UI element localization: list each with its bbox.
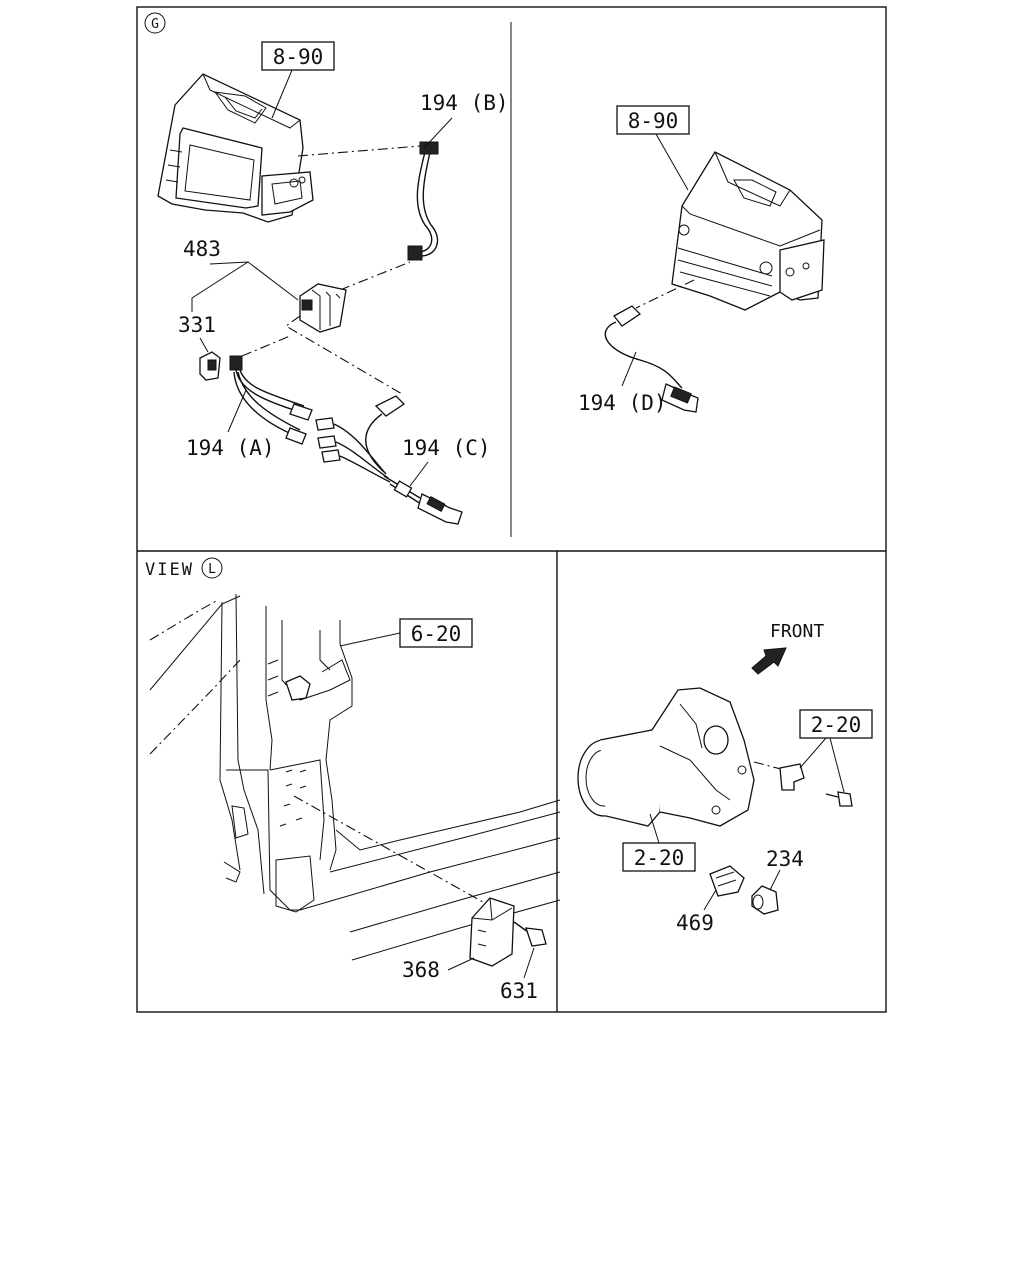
panel-g: G 8-90 194 (B)	[144, 12, 509, 525]
relay-368	[469, 897, 515, 967]
panel-g-right: 8-90 194 (D)	[578, 105, 825, 415]
ref-2-20-bottom-label: 2-20	[634, 846, 685, 870]
front-arrow-icon	[751, 647, 787, 675]
diagram-frame	[136, 6, 887, 1013]
callout-234: 234	[766, 847, 804, 871]
callout-368: 368	[402, 958, 440, 982]
head-unit-navigation	[157, 73, 314, 223]
front-label: FRONT	[770, 621, 824, 642]
callout-194-a: 194 (A)	[186, 436, 275, 460]
panel-front: FRONT 2-20 2-20	[577, 621, 873, 935]
cable-194-d	[604, 305, 699, 413]
callout-631: 631	[500, 979, 538, 1003]
module-483	[299, 283, 347, 333]
harness-194-a	[229, 335, 313, 445]
housing-assembly	[577, 687, 755, 827]
panel-view-l: VIEW L	[145, 557, 561, 1003]
panel-g-marker: G	[151, 17, 159, 32]
panel-l-marker: L	[208, 562, 216, 577]
callout-194-b: 194 (B)	[420, 91, 509, 115]
bolt-631	[513, 921, 547, 947]
callout-469: 469	[676, 911, 714, 935]
view-word: VIEW	[145, 560, 194, 580]
ref-box-8-90-left: 8-90	[261, 41, 335, 119]
ref-8-90-left-label: 8-90	[273, 45, 324, 69]
ref-8-90-right-label: 8-90	[628, 109, 679, 133]
ref-box-2-20-bottom: 2-20	[622, 813, 696, 872]
circled-letter-l: L	[201, 557, 223, 579]
clip-331	[199, 351, 221, 381]
ref-2-20-top-label: 2-20	[811, 713, 862, 737]
harness-194-c	[315, 395, 463, 525]
circled-letter-g: G	[144, 12, 166, 34]
callout-331: 331	[178, 313, 216, 337]
sensor-469	[709, 865, 745, 897]
callout-194-c: 194 (C)	[402, 436, 491, 460]
ref-6-20-label: 6-20	[411, 622, 462, 646]
switch-234	[751, 885, 779, 915]
pillar-structure	[149, 593, 561, 961]
ref-box-6-20: 6-20	[339, 618, 473, 648]
ref-box-8-90-right: 8-90	[616, 105, 690, 191]
head-unit-audio	[671, 151, 825, 311]
bolt-2-20	[825, 791, 853, 807]
cable-194-b	[407, 117, 453, 261]
callout-194-d: 194 (D)	[578, 391, 667, 415]
ref-box-2-20-top: 2-20	[799, 709, 873, 793]
callout-483: 483	[183, 237, 221, 261]
bracket-clip-2-20	[779, 763, 805, 791]
